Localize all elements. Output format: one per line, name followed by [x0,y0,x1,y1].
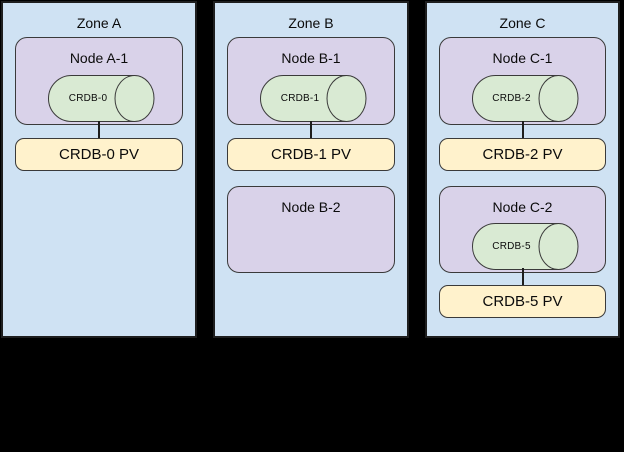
database-cylinder-icon [471,75,578,122]
pv-crdb-0: CRDB-0 PV [15,138,183,171]
zone-b-panel: Zone B Node B-1 CRDB-1 CRDB-1 PV Node B-… [213,1,409,338]
pv-label: CRDB-1 PV [270,146,352,163]
pv-label: CRDB-5 PV [482,293,563,310]
zone-title: Zone C [499,15,546,31]
pv-label: CRDB-2 PV [482,146,563,163]
connector-line [521,121,524,141]
node-b-2: Node B-2 [227,186,395,273]
db-cylinder: CRDB-2 [471,75,579,122]
pv-crdb-5: CRDB-5 PV [439,285,606,318]
connector-line [98,121,100,141]
node-label: Node C-1 [492,50,553,66]
node-c-2: Node C-2 CRDB-5 [439,186,606,273]
cylinder-label: CRDB-0 [68,93,108,104]
node-label: Node C-2 [492,199,553,215]
zone-title: Zone B [288,15,334,31]
node-label: Node B-1 [281,50,341,66]
database-cylinder-icon [48,75,155,122]
node-c-1: Node C-1 CRDB-2 [439,37,606,125]
connector-line [521,268,524,288]
node-a-1: Node A-1 CRDB-0 [15,37,183,125]
cylinder-label: CRDB-1 [280,93,320,104]
cylinder-label: CRDB-5 [492,241,531,252]
database-cylinder-icon [471,223,578,270]
connector-line [310,121,312,141]
pv-crdb-2: CRDB-2 PV [439,138,606,171]
node-label: Node B-2 [281,199,341,215]
cylinder-label: CRDB-2 [492,93,531,104]
zone-c-panel: Zone C Node C-1 CRDB-2 CRDB-2 PV Node C-… [425,1,620,338]
node-label: Node A-1 [69,50,129,66]
db-cylinder: CRDB-1 [260,75,367,122]
db-cylinder: CRDB-5 [471,223,579,270]
zone-title: Zone A [76,15,122,31]
pv-label: CRDB-0 PV [58,146,140,163]
db-cylinder: CRDB-0 [48,75,155,122]
pv-crdb-1: CRDB-1 PV [227,138,395,171]
database-cylinder-icon [260,75,367,122]
node-b-1: Node B-1 CRDB-1 [227,37,395,125]
zone-a-panel: Zone A Node A-1 CRDB-0 CRDB-0 PV [1,1,197,338]
